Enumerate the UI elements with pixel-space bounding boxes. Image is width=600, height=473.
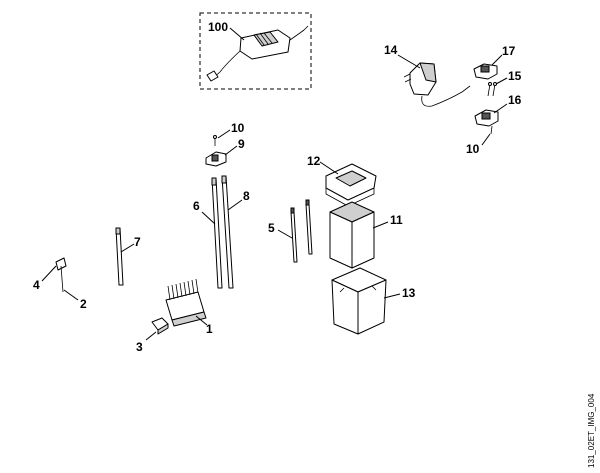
leader-7 bbox=[120, 243, 135, 253]
part-8-rod-group: 8 bbox=[221, 175, 250, 289]
callout-14: 14 bbox=[384, 43, 398, 57]
leader-17 bbox=[491, 54, 503, 66]
leader-4 bbox=[41, 265, 57, 282]
part-7-rod-group: 7 bbox=[115, 227, 141, 286]
callout-7: 7 bbox=[134, 235, 141, 249]
image-reference-code: 131_02ET_IMG_004 bbox=[587, 393, 596, 468]
part-13-housing-group: 13 bbox=[331, 267, 416, 335]
part-10-screw-right-group: 10 bbox=[466, 125, 493, 156]
part-10-screw-left-group: 10 bbox=[213, 121, 245, 146]
leader-100 bbox=[229, 27, 245, 41]
leader-1 bbox=[195, 315, 208, 326]
leader-16 bbox=[493, 103, 508, 114]
leader-14 bbox=[397, 54, 421, 69]
callout-5: 5 bbox=[268, 221, 275, 235]
callout-1: 1 bbox=[206, 322, 213, 336]
part-17-clamp-group: 17 bbox=[473, 44, 516, 80]
part-6-rod-group: 6 bbox=[193, 177, 223, 289]
callout-11: 11 bbox=[390, 213, 403, 227]
part-11-battery-pack-group: 11 bbox=[329, 201, 403, 269]
callout-17: 17 bbox=[502, 44, 516, 58]
optional-part-dashed-box bbox=[199, 12, 312, 90]
part-12-cover-group: 12 bbox=[307, 154, 377, 207]
callout-6: 6 bbox=[193, 199, 200, 213]
leader-15 bbox=[495, 77, 508, 85]
callout-15: 15 bbox=[508, 69, 522, 83]
leader-10-left bbox=[217, 129, 231, 139]
part-4-pin-group: 4 bbox=[33, 257, 67, 292]
part-1-comb-connector-group: 1 bbox=[165, 278, 213, 336]
leader-11 bbox=[372, 221, 389, 229]
leader-12 bbox=[319, 161, 339, 175]
leader-13 bbox=[383, 293, 401, 299]
leader-8 bbox=[227, 199, 243, 211]
part-9-connector-group: 9 bbox=[205, 137, 245, 167]
leader-3 bbox=[145, 331, 157, 341]
leader-10-right bbox=[481, 133, 491, 146]
part-15-screws-group: 15 bbox=[487, 69, 522, 97]
callout-4: 4 bbox=[33, 278, 40, 292]
part-14-adapter-group: 14 bbox=[384, 43, 471, 107]
callout-10-right: 10 bbox=[466, 142, 480, 156]
callout-3: 3 bbox=[136, 340, 143, 354]
callout-12: 12 bbox=[307, 154, 321, 168]
callout-100: 100 bbox=[208, 20, 228, 34]
callout-8: 8 bbox=[243, 189, 250, 203]
leader-9 bbox=[224, 145, 238, 156]
callout-10-left: 10 bbox=[231, 121, 245, 135]
callout-9: 9 bbox=[238, 137, 245, 151]
charger-unit-100 bbox=[206, 25, 309, 82]
part-16-clamp-group: 16 bbox=[474, 93, 522, 127]
part-100-charger-group: 100 bbox=[199, 12, 312, 90]
callout-2: 2 bbox=[80, 297, 87, 311]
callout-16: 16 bbox=[508, 93, 522, 107]
part-5-rods-group: 5 bbox=[268, 199, 313, 263]
part-3-block-group: 3 bbox=[136, 317, 169, 354]
part-2-pin-group: 2 bbox=[60, 265, 87, 311]
callout-13: 13 bbox=[402, 286, 416, 300]
leader-6 bbox=[201, 211, 216, 225]
leader-2 bbox=[63, 289, 79, 301]
leader-5 bbox=[277, 229, 293, 239]
